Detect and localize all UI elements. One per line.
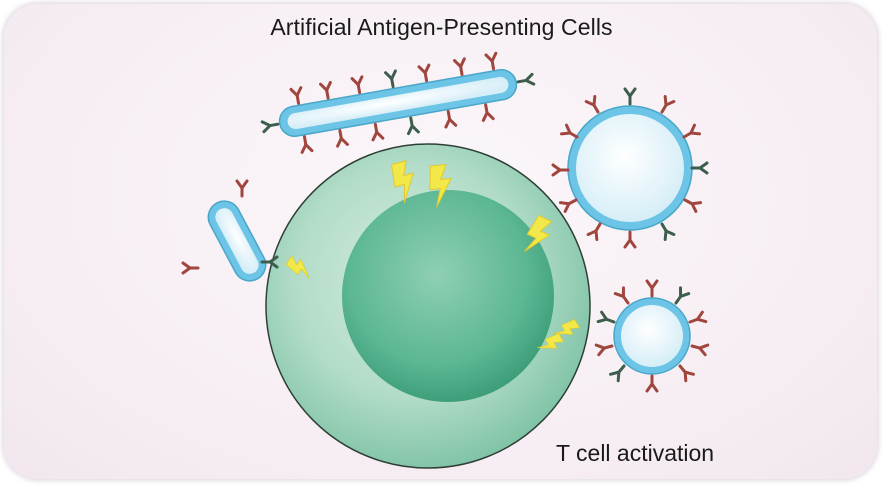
apc-sphere-small [594, 279, 710, 393]
t-cell [265, 143, 591, 469]
apc-rod-short [181, 179, 279, 282]
apc-sphere-large [551, 87, 709, 249]
t-cell-label: T cell activation [556, 440, 715, 466]
t-cell-nucleus [342, 190, 554, 402]
apc-rod-long [260, 51, 536, 154]
diagram-title: Artificial Antigen-Presenting Cells [270, 14, 613, 40]
